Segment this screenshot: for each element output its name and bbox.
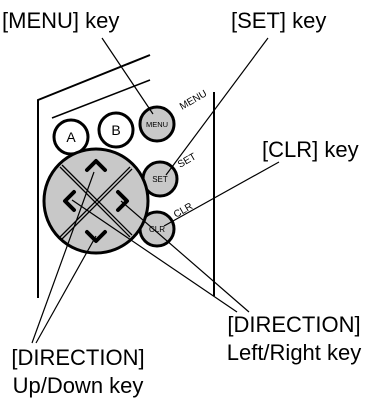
set-key-leader [165,37,269,176]
direction-left-right-callout: [DIRECTION] Left/Right key [206,312,382,366]
clr-key-leader [163,161,280,227]
menu-panel-label: MENU [178,88,209,112]
panel-outline [37,54,151,298]
set-panel-label: SET [176,151,198,170]
right-arrow-icon[interactable] [116,190,129,212]
direction-pad[interactable] [42,147,150,255]
direction-lr-leader-right [120,200,250,313]
direction-ud-leader-down [35,235,97,344]
menu-button-label: MENU [146,120,168,129]
direction-left-right-callout-line1: [DIRECTION] [227,312,361,337]
panel-inner-edge [51,79,151,119]
direction-up-down-callout-line1: [DIRECTION] [11,345,145,370]
a-button-label: A [66,129,76,145]
menu-key-callout: [MENU] key [2,8,120,33]
direction-up-down-callout-line2: Up/Down key [12,373,144,398]
set-button-label: SET [152,175,168,184]
direction-up-down-callout: [DIRECTION] Up/Down key [0,345,156,399]
menu-key-leader [101,37,154,115]
b-button[interactable]: B [97,111,135,149]
direction-ud-leader-up [31,171,95,344]
direction-left-right-callout-line2: Left/Right key [226,340,362,365]
direction-lr-leader-left [71,199,238,313]
clr-button-label: CLR [149,225,165,234]
down-arrow-icon[interactable] [85,230,107,243]
set-key-callout: [SET] key [231,8,327,33]
left-arrow-icon[interactable] [63,190,76,212]
direction-pad-divider [59,164,133,240]
a-button[interactable]: A [52,118,90,156]
up-arrow-icon[interactable] [85,159,107,172]
clr-key-callout: [CLR] key [262,137,359,162]
b-button-label: B [111,122,120,138]
menu-button[interactable]: MENU [138,105,176,143]
